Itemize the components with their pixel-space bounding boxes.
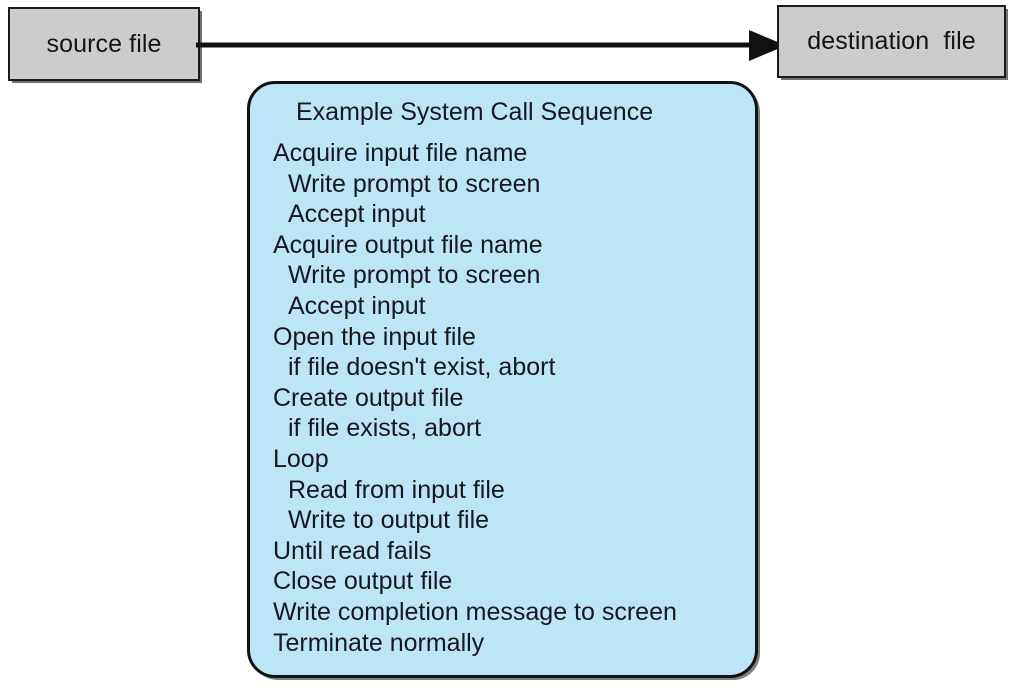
sequence-panel-title: Example System Call Sequence [296,98,654,126]
sequence-step-line: Loop [273,444,329,473]
sequence-step-line: Create output file [273,383,464,412]
flow-arrow-icon [196,30,786,61]
sequence-step-line: Until read fails [273,536,432,565]
sequence-step-line: Acquire input file name [273,139,528,167]
sequence-step-line: Write prompt to screen [288,261,541,290]
sequence-step-line: if file doesn't exist, abort [288,353,556,382]
source-file-box: source file [8,7,200,81]
destination-file-box: destination file [777,5,1006,78]
sequence-step-line: Write completion message to screen [273,597,677,626]
sequence-step-line: Read from input file [288,475,505,504]
sequence-step-line: Acquire output file name [273,230,543,259]
destination-file-label: destination file [807,27,976,55]
source-file-label: source file [46,29,162,58]
sequence-step-line: Open the input file [273,322,476,351]
sequence-step-line: Accept input [288,291,426,320]
sequence-step-line: Accept input [288,200,426,229]
system-call-sequence-panel: Example System Call Sequence Acquire inp… [247,81,758,678]
sequence-step-line: Close output file [273,567,453,596]
sequence-step-line: Write to output file [288,506,490,535]
sequence-step-line: Terminate normally [273,628,485,657]
sequence-step-line: if file exists, abort [288,414,482,443]
sequence-step-line: Write prompt to screen [288,169,541,198]
